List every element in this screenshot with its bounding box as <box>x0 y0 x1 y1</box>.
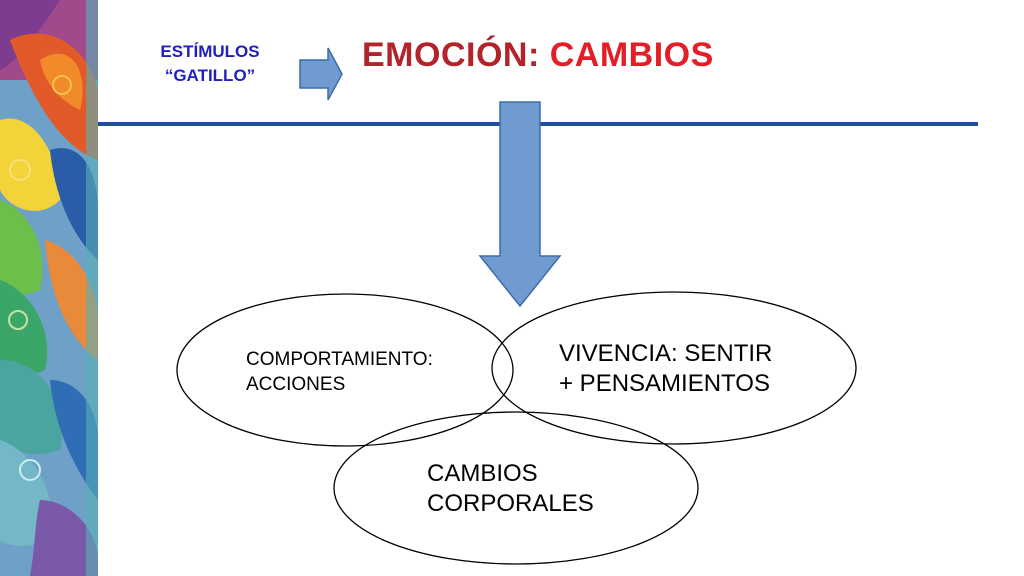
corporales-line-2: CORPORALES <box>427 490 594 517</box>
down-arrow-icon <box>478 101 562 308</box>
comportamiento-line-1: COMPORTAMIENTO: <box>246 349 433 370</box>
circle-corporales <box>333 411 699 565</box>
circle-comportamiento <box>176 293 514 447</box>
decorative-art-strip <box>0 0 98 576</box>
title-part-1: EMOCIÓN: <box>362 36 540 74</box>
title-part-2: CAMBIOS <box>549 36 714 74</box>
vivencia-line-1: VIVENCIA: SENTIR <box>559 340 773 367</box>
corporales-line-1: CAMBIOS <box>427 460 538 487</box>
comportamiento-label: COMPORTAMIENTO: ACCIONES <box>246 347 433 397</box>
vivencia-label: VIVENCIA: SENTIR + PENSAMIENTOS <box>559 339 772 399</box>
comportamiento-line-2: ACCIONES <box>246 374 346 395</box>
stimulus-line-1: ESTÍMULOS <box>160 42 260 61</box>
page-title: EMOCIÓN: CAMBIOS <box>362 36 714 75</box>
stimulus-line-2: “GATILLO” <box>164 66 256 85</box>
stimulus-label: ESTÍMULOS “GATILLO” <box>130 40 290 88</box>
circle-vivencia <box>491 291 857 445</box>
corporales-label: CAMBIOS CORPORALES <box>427 459 594 519</box>
right-arrow-icon <box>299 47 343 101</box>
vivencia-line-2: + PENSAMIENTOS <box>559 370 770 397</box>
